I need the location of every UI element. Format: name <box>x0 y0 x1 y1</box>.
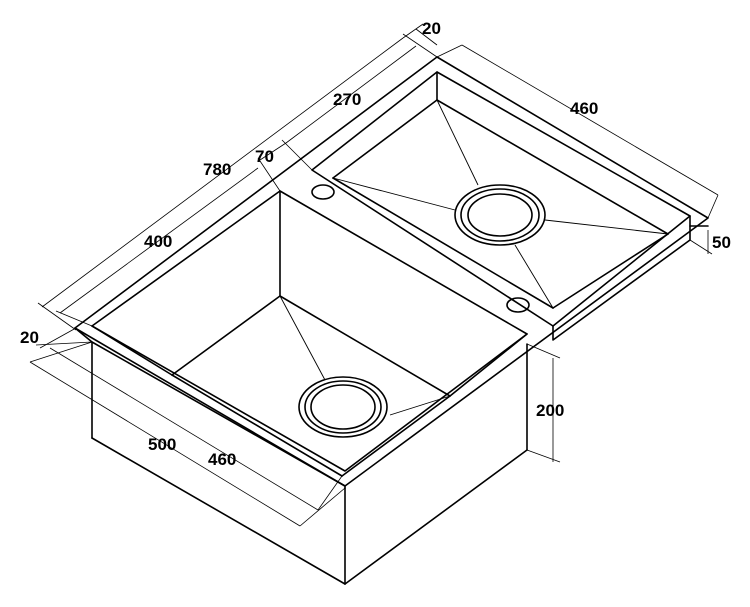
dimension-lines-width <box>29 341 346 527</box>
small-bowl-rim <box>311 71 691 327</box>
large-bowl-drain <box>298 376 388 438</box>
dim-divider-offset-label: 70 <box>255 147 274 166</box>
dim-overall-length-label: 780 <box>203 160 231 179</box>
dim-large-bowl-depth-label: 200 <box>536 401 564 420</box>
tap-hole-right-icon <box>506 297 530 313</box>
dim-large-bowl-length-label: 400 <box>144 232 172 251</box>
small-bowl-drain <box>454 184 546 246</box>
dim-width-overall-label: 500 <box>148 435 176 454</box>
small-bowl-side-box <box>552 215 709 341</box>
tap-holes <box>311 184 530 313</box>
tap-hole-left-icon <box>311 184 335 200</box>
dim-left-rim-label: 20 <box>20 328 39 347</box>
sink-deck-outline <box>74 56 709 489</box>
dim-small-bowl-length-label: 270 <box>333 90 361 109</box>
dimension-lines-right <box>436 44 719 463</box>
dim-small-bowl-width-label: 460 <box>570 99 598 118</box>
dim-width-bowl-label: 460 <box>208 450 236 469</box>
large-bowl-rim <box>91 190 528 477</box>
dimension-lines-length <box>35 23 438 349</box>
dim-small-bowl-depth-label: 50 <box>712 233 731 252</box>
dim-top-gap-label: 20 <box>422 19 441 38</box>
large-bowl-body <box>91 341 528 585</box>
